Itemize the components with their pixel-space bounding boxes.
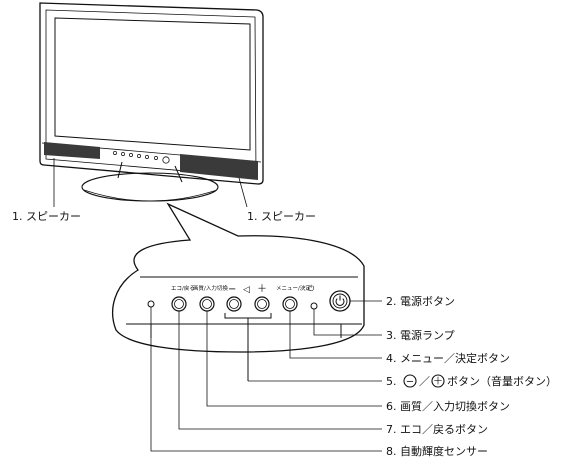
speaker-label-left: 1. スピーカー <box>12 210 81 223</box>
volume-bracket <box>224 313 272 381</box>
label-eco-back: エコ/戻る <box>171 284 195 292</box>
callout-quality-input: 6. 画質／入力切換ボタン <box>386 399 510 413</box>
power-icon <box>335 295 345 306</box>
callout-power-button: 2. 電源ボタン <box>386 294 455 308</box>
volume-down-button[interactable] <box>226 296 242 312</box>
callout-power-lamp: 3. 電源ランプ <box>386 328 455 342</box>
label-quality-input: 画質/入力切換 <box>193 284 228 292</box>
circled-minus-icon: − <box>403 374 417 388</box>
monitor-stand <box>81 172 219 202</box>
callout-volume-number: 5. <box>386 375 397 388</box>
svg-text:＋: ＋ <box>433 377 443 388</box>
callout-eco-back: 7. エコ／戻るボタン <box>386 423 488 436</box>
monitor-bezel <box>39 2 264 185</box>
leader-speaker-right <box>238 177 248 208</box>
callout-light-sensor: 8. 自動輝度センサー <box>386 444 488 458</box>
volume-up-button[interactable] <box>254 296 270 312</box>
label-minus: − <box>228 284 236 295</box>
label-menu-enter: メニュー/決定 <box>276 284 311 292</box>
label-power-symbol: ⏻ <box>308 284 315 293</box>
monitor-screen <box>54 17 251 151</box>
circled-plus-icon: ＋ <box>431 374 445 388</box>
monitor <box>39 2 264 202</box>
zoom-bubble <box>112 202 365 353</box>
callout-volume: 5. − ／ ＋ ボタン（音量ボタン） <box>386 374 557 388</box>
speaker-label-right: 1. スピーカー <box>247 210 316 223</box>
leader-lines <box>150 300 382 452</box>
speaker-left <box>44 142 100 159</box>
label-plus: ＋ <box>257 284 267 295</box>
speaker-right <box>180 154 258 180</box>
callout-volume-slash: ／ <box>419 375 430 388</box>
front-buttons <box>113 151 170 164</box>
callout-volume-text: ボタン（音量ボタン） <box>447 374 557 388</box>
label-speaker-symbol: ◁ <box>243 285 250 295</box>
svg-text:−: − <box>406 377 414 388</box>
callout-menu-enter: 4. メニュー／決定ボタン <box>386 351 510 365</box>
